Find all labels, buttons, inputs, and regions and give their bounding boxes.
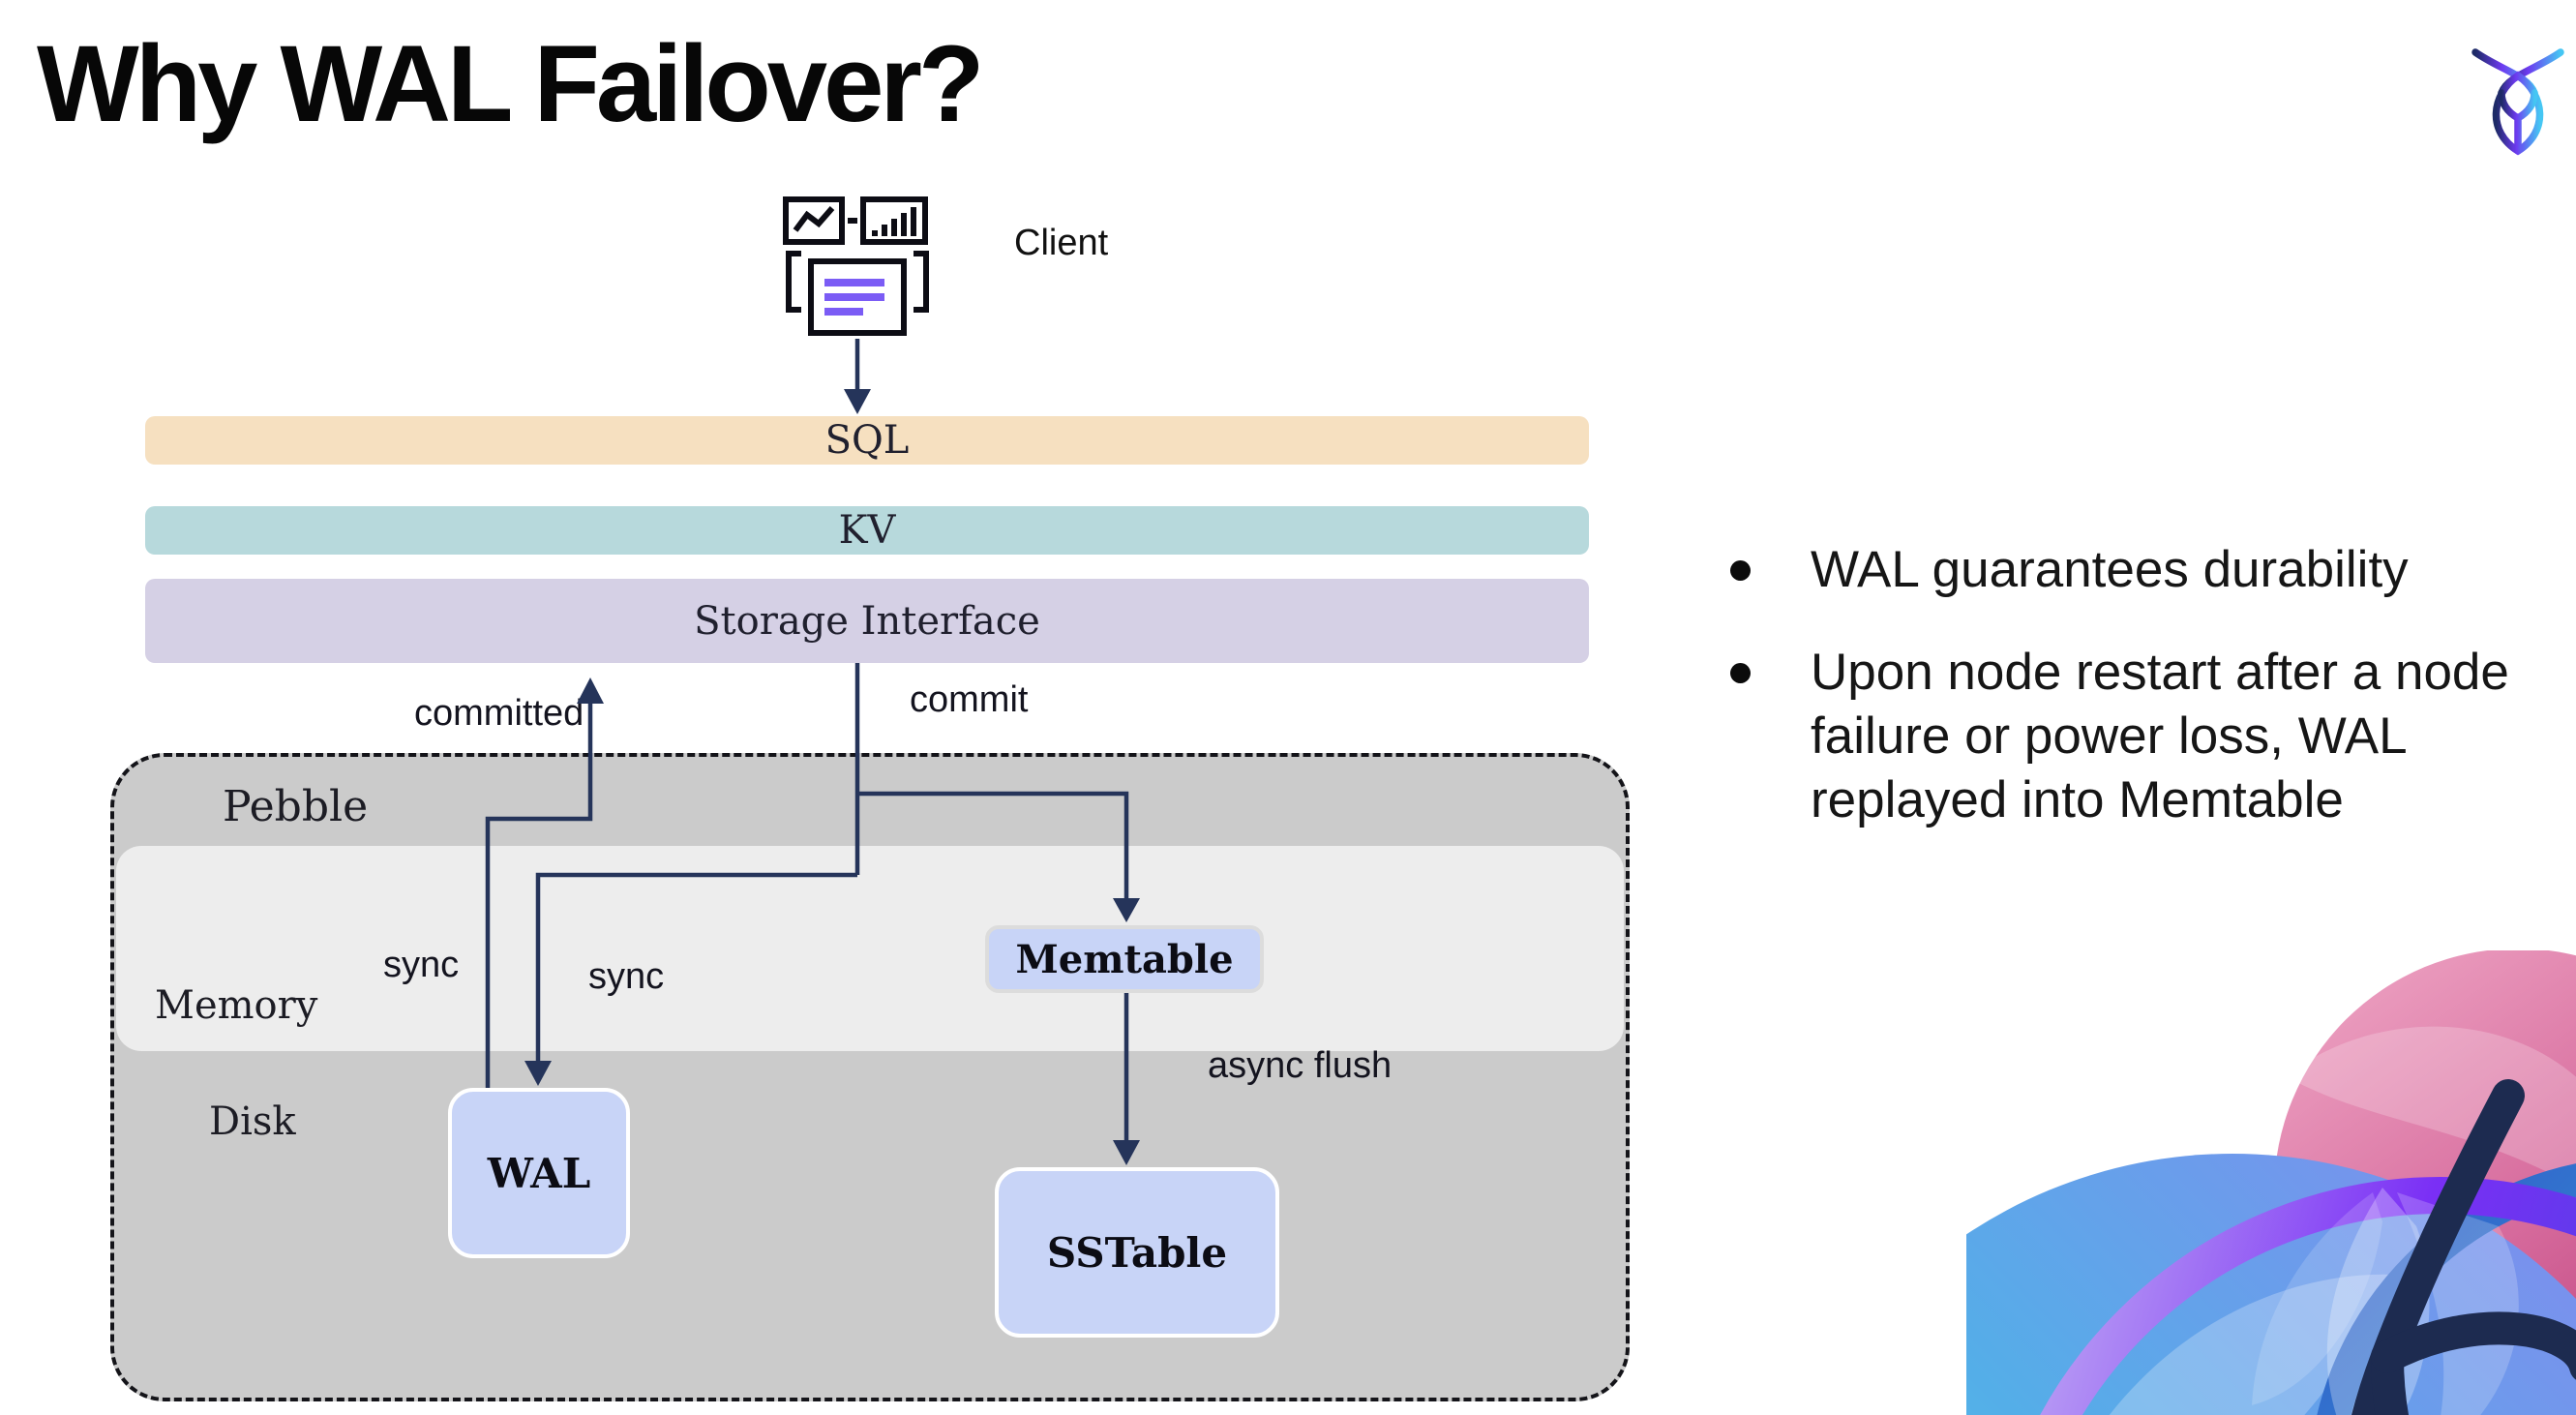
client-icon [783,196,929,336]
bar-chart-bars [872,207,916,236]
list-item: Upon node restart after a node failure o… [1730,641,2562,832]
logo-body-veins [2498,89,2538,155]
commit-edge-label: commit [910,679,1029,720]
list-item: WAL guarantees durability [1730,538,2562,602]
client-label: Client [1014,223,1109,263]
bracket-left-icon [786,251,801,313]
bullet-list: WAL guarantees durability Upon node rest… [1730,538,2562,832]
disk-label: Disk [209,1099,296,1144]
bar-chart-icon [860,196,928,245]
bullet-dot-icon [1730,663,1751,683]
sync-left-edge-label: sync [383,945,460,985]
memory-label: Memory [155,983,318,1028]
sql-layer-bar: SQL [145,416,1589,465]
memtable-node: Memtable [985,925,1264,993]
async-flush-edge-label: async flush [1208,1045,1393,1086]
bullet-text: WAL guarantees durability [1811,541,2409,598]
line-chart-zigzag [793,206,835,232]
pink-sphere-highlight [2286,1026,2576,1188]
page-title: Why WAL Failover? [37,23,984,144]
bullet-text: Upon node restart after a node failure o… [1811,644,2509,828]
pebble-label: Pebble [223,782,369,831]
kv-layer-bar: KV [145,506,1589,555]
blue-sphere-leaf-highlight [2109,1274,2397,1415]
sstable-node: SSTable [995,1167,1279,1338]
navy-body-strokes [2351,1079,2576,1415]
bracket-right-icon [914,251,929,313]
cockroachdb-logo-icon [2471,48,2564,156]
document-text-lines [824,279,884,316]
wal-node: WAL [448,1088,630,1258]
memory-region-band [116,846,1624,1051]
brand-artwork [1966,950,2576,1415]
dash-between-charts [848,218,857,224]
arrowhead-into-sql [844,389,871,414]
sync-right-edge-label: sync [588,956,665,997]
line-chart-icon [783,196,845,245]
bullet-dot-icon [1730,560,1751,581]
committed-edge-label: committed [414,693,584,734]
storage-interface-layer-bar: Storage Interface [145,579,1589,663]
